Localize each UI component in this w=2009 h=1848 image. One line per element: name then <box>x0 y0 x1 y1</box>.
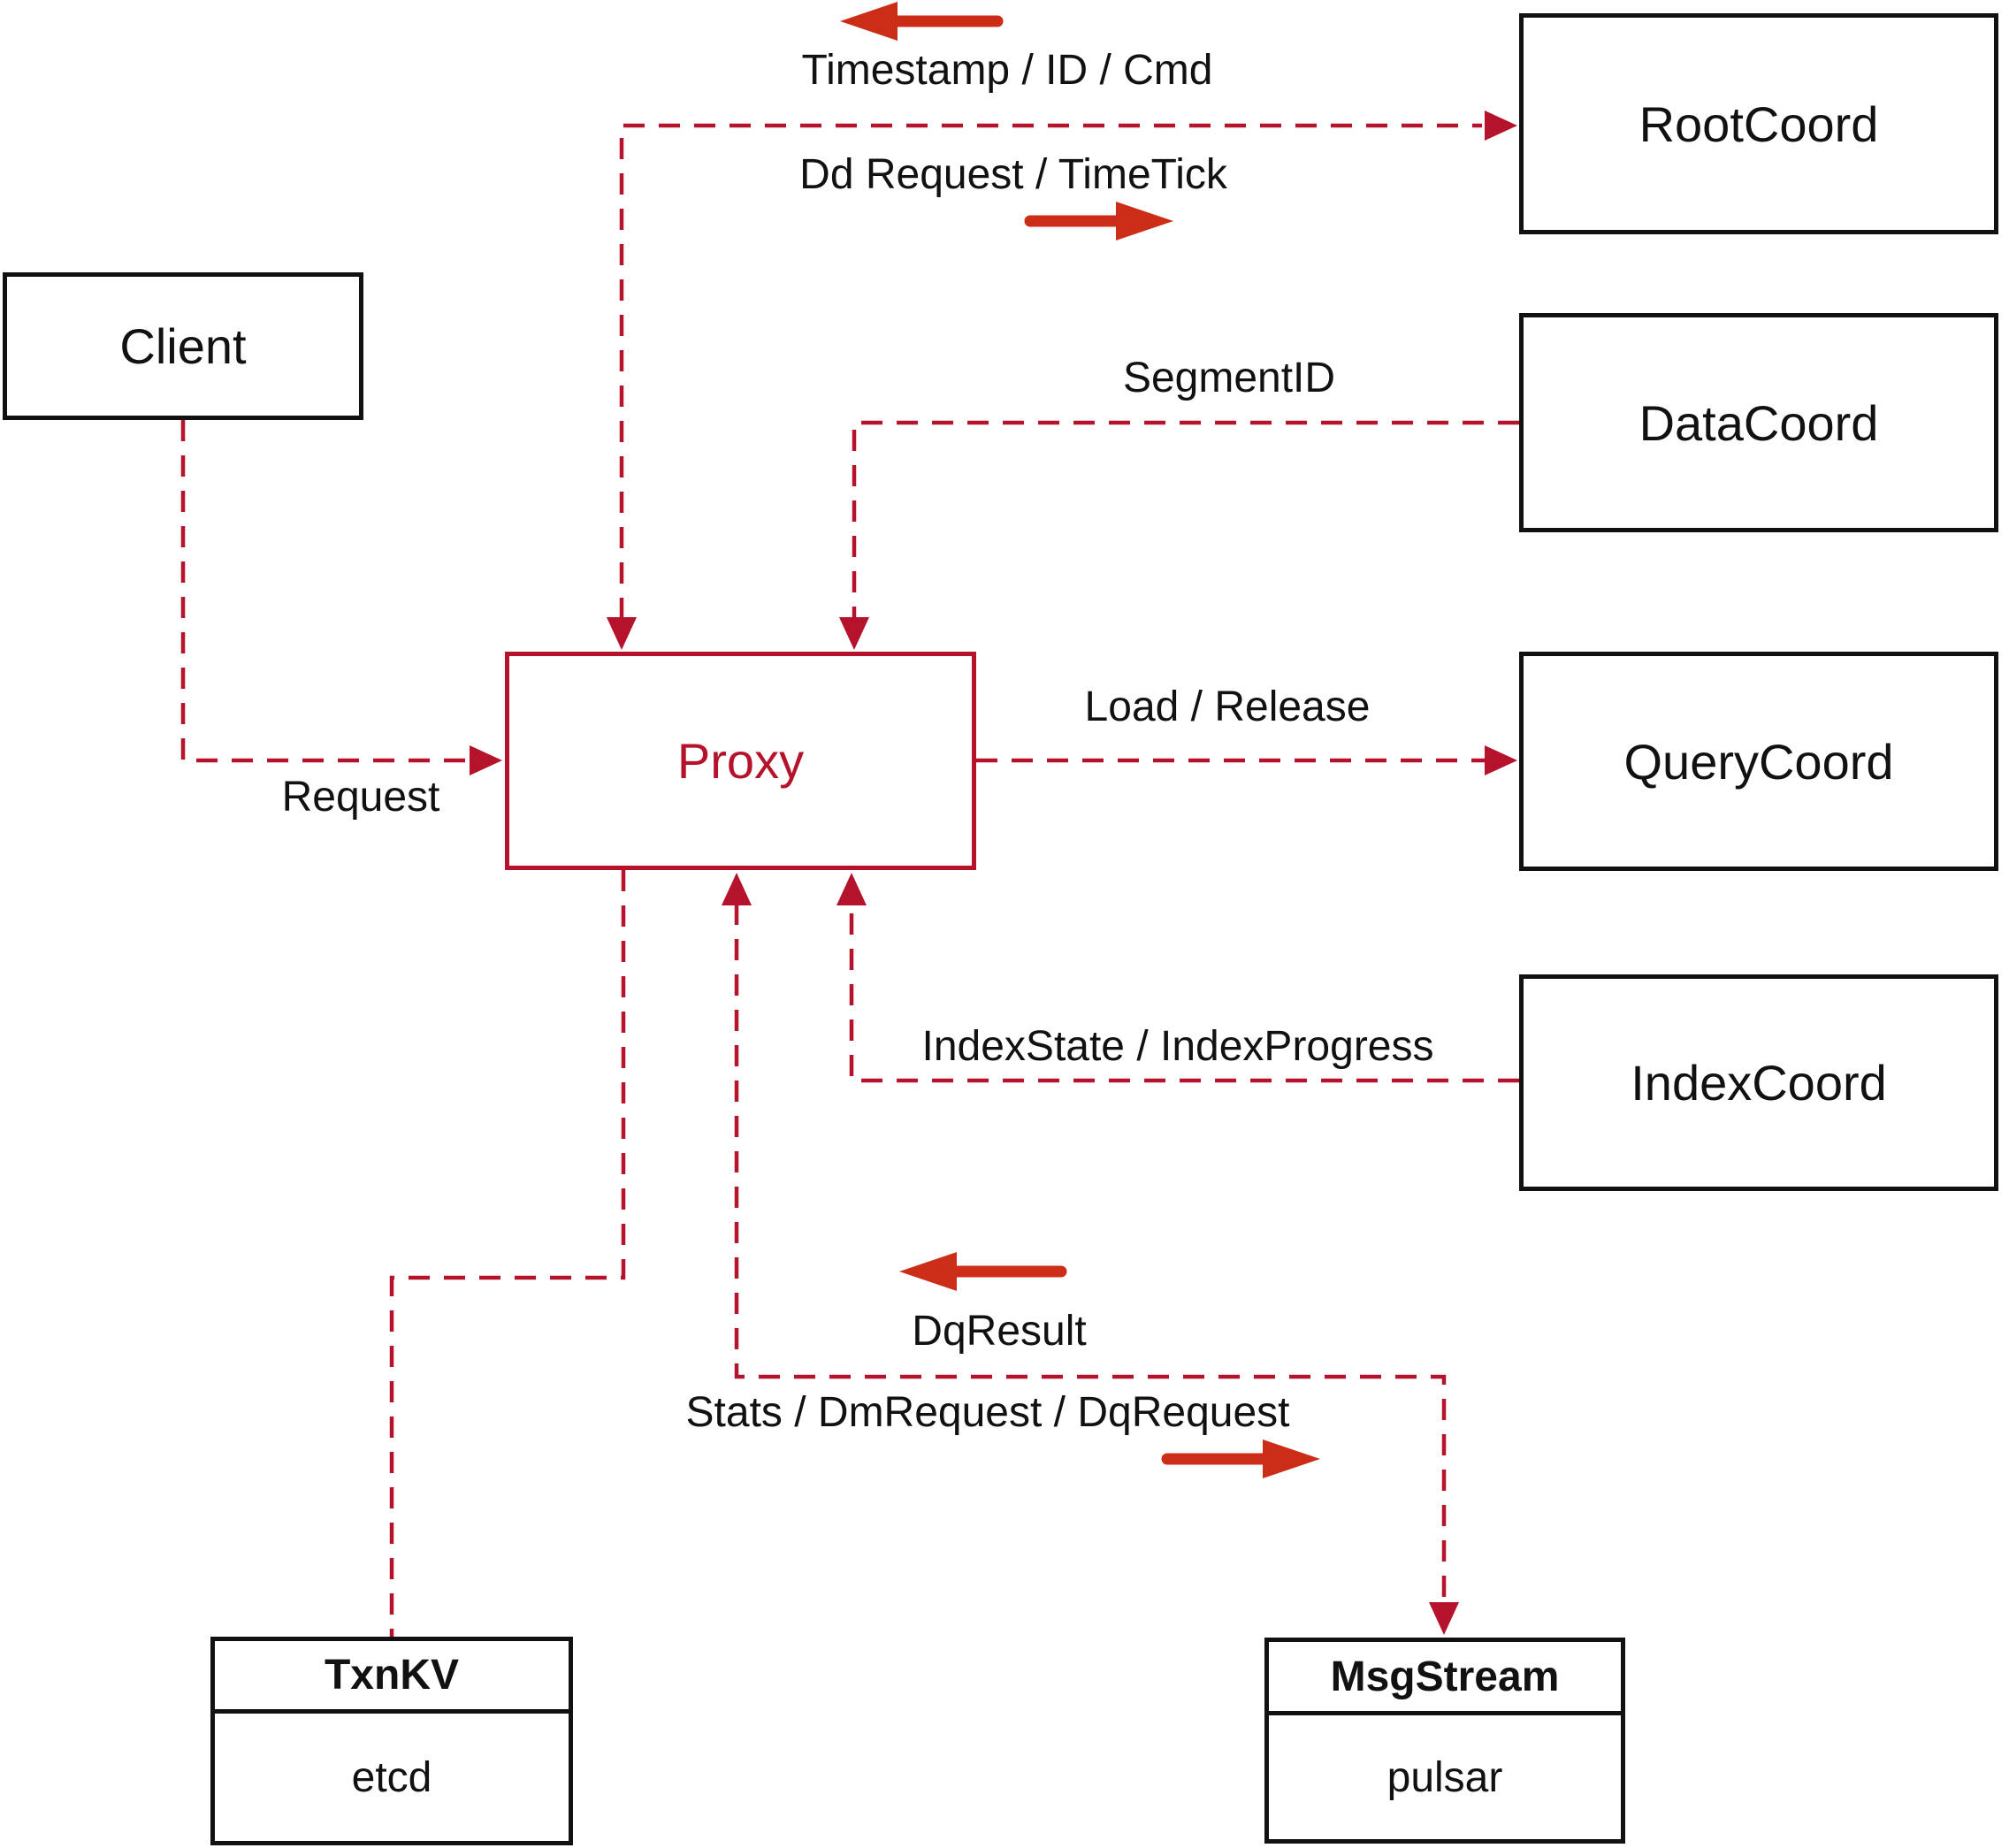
edge-label-timestamp-id-cmd: Timestamp / ID / Cmd <box>801 47 1213 94</box>
arrow-into-querycoord-icon <box>1485 745 1517 775</box>
rootcoord-box: RootCoord <box>1519 13 1998 234</box>
edge-label-stats-dmrequest-dqrequest: Stats / DmRequest / DqRequest <box>685 1389 1290 1436</box>
edge-label-indexstate-indexprogress: IndexState / IndexProgress <box>921 1023 1434 1070</box>
flow-arrow-left-dqresult-icon <box>899 1252 1067 1291</box>
connector-indexcoord-proxy <box>849 904 1519 1083</box>
txnkv-box: TxnKV etcd <box>210 1637 573 1845</box>
edge-label-load-release: Load / Release <box>1084 683 1371 730</box>
datacoord-box: DataCoord <box>1519 313 1998 532</box>
arrow-down-into-proxy-top-right-icon <box>839 617 869 650</box>
msgstream-impl: pulsar <box>1386 1753 1503 1801</box>
flow-arrow-right-stats-icon <box>1161 1439 1320 1478</box>
proxy-label: Proxy <box>676 733 805 789</box>
client-box: Client <box>3 272 363 420</box>
querycoord-label: QueryCoord <box>1623 733 1894 790</box>
arrow-into-proxy-left-icon <box>470 745 502 775</box>
edge-label-request: Request <box>281 774 440 821</box>
connector-proxy-rootcoord <box>619 123 1482 619</box>
arrow-into-rootcoord-icon <box>1485 111 1517 141</box>
proxy-box: Proxy <box>505 652 976 870</box>
client-label: Client <box>119 318 247 374</box>
querycoord-box: QueryCoord <box>1519 652 1998 871</box>
datacoord-label: DataCoord <box>1639 394 1879 451</box>
edge-label-segmentid: SegmentID <box>1122 355 1336 401</box>
edge-label-dd-request-timetick: Dd Request / TimeTick <box>799 151 1227 198</box>
arrow-into-msgstream-icon <box>1429 1602 1459 1635</box>
rootcoord-label: RootCoord <box>1639 95 1879 152</box>
arrow-down-into-proxy-top-left-icon <box>607 617 637 650</box>
edge-label-dqresult: DqResult <box>912 1308 1087 1355</box>
connector-proxy-txnkv <box>389 870 626 1637</box>
flow-arrow-left-timestamp-icon <box>840 2 1004 41</box>
connector-datacoord-proxy <box>852 420 1519 619</box>
arrow-up-into-proxy-bottom-left-icon <box>722 873 752 905</box>
arrow-up-into-proxy-bottom-right-icon <box>836 873 867 905</box>
msgstream-box: MsgStream pulsar <box>1264 1638 1625 1844</box>
connector-proxy-msgstream <box>734 904 1447 1602</box>
msgstream-title: MsgStream <box>1269 1642 1621 1715</box>
txnkv-title: TxnKV <box>215 1641 569 1714</box>
indexcoord-label: IndexCoord <box>1631 1055 1887 1111</box>
flow-arrow-right-ddrequest-icon <box>1024 202 1173 241</box>
connector-client-proxy <box>180 420 470 763</box>
indexcoord-box: IndexCoord <box>1519 974 1998 1191</box>
txnkv-impl: etcd <box>351 1753 432 1801</box>
